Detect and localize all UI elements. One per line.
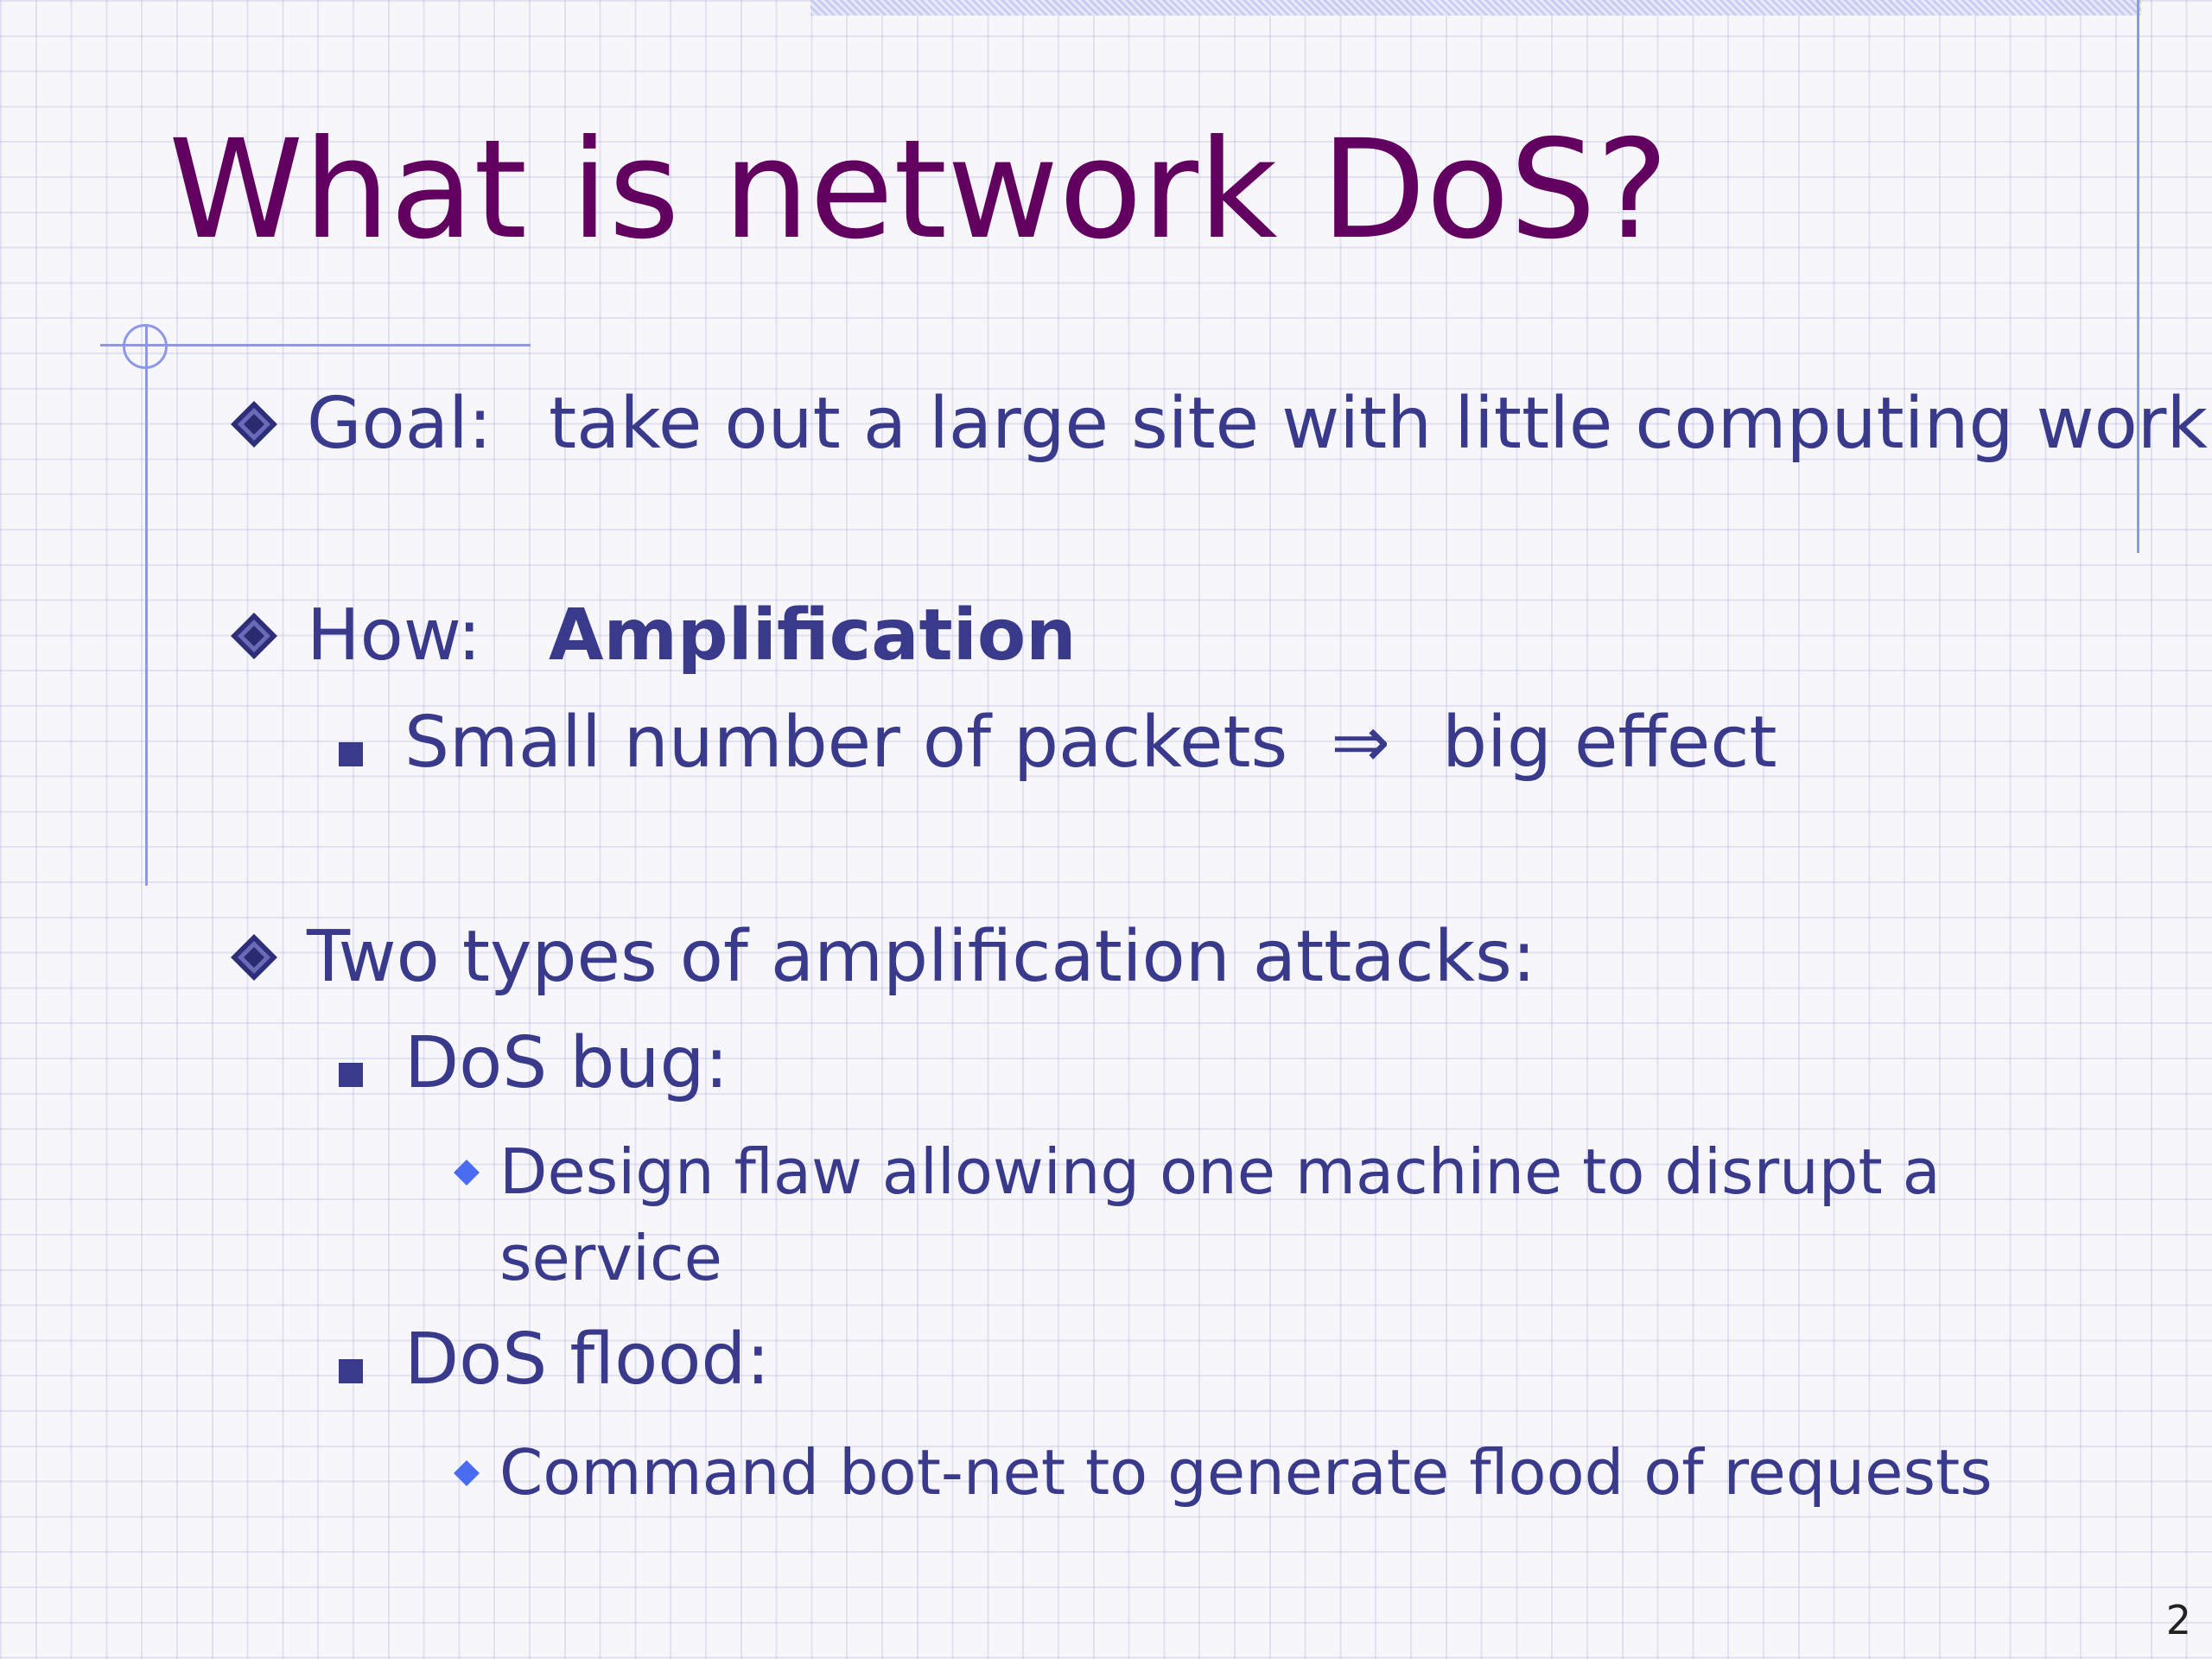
page-number: 2 xyxy=(2165,1597,2191,1643)
bullet-goal: Goal: take out a large site with little c… xyxy=(307,381,2208,467)
top-decorative-band xyxy=(810,0,2141,16)
dos-bug-detail-line2: service xyxy=(499,1222,722,1294)
crosshair-icon xyxy=(123,324,168,369)
slide-title: What is network DoS? xyxy=(168,111,1669,270)
square-bullet-icon xyxy=(339,1063,363,1087)
bullet-how: How: Amplification xyxy=(307,593,1077,679)
how-text: Amplification xyxy=(549,594,1077,677)
square-bullet-icon xyxy=(339,1359,363,1383)
bullet-dos-flood: DoS flood: xyxy=(404,1319,771,1401)
bullet-dos-bug: DoS bug: xyxy=(404,1022,729,1104)
goal-text: take out a large site with little comput… xyxy=(549,383,2208,465)
horizontal-accent-line xyxy=(100,344,531,346)
amplification-left: Small number of packets xyxy=(404,702,1288,784)
how-label: How: xyxy=(307,594,482,677)
diamond-bullet-icon xyxy=(231,613,277,659)
bullet-amplification-detail: Small number of packets ⇒ big effect xyxy=(404,700,1777,786)
goal-label: Goal: xyxy=(307,383,493,465)
diamond-bullet-icon xyxy=(231,401,277,448)
right-accent-line xyxy=(2137,0,2139,553)
square-bullet-icon xyxy=(339,742,363,766)
amplification-right: big effect xyxy=(1442,702,1777,784)
small-diamond-bullet-icon xyxy=(454,1460,480,1486)
small-diamond-bullet-icon xyxy=(454,1160,480,1185)
dos-bug-detail-line1: Design flaw allowing one machine to disr… xyxy=(499,1135,1941,1208)
left-accent-line xyxy=(145,324,148,886)
dos-flood-detail: Command bot-net to generate flood of req… xyxy=(499,1436,1993,1509)
diamond-bullet-icon xyxy=(231,934,277,981)
implies-arrow: ⇒ xyxy=(1331,702,1390,784)
bullet-types: Two types of amplification attacks: xyxy=(307,916,1536,998)
